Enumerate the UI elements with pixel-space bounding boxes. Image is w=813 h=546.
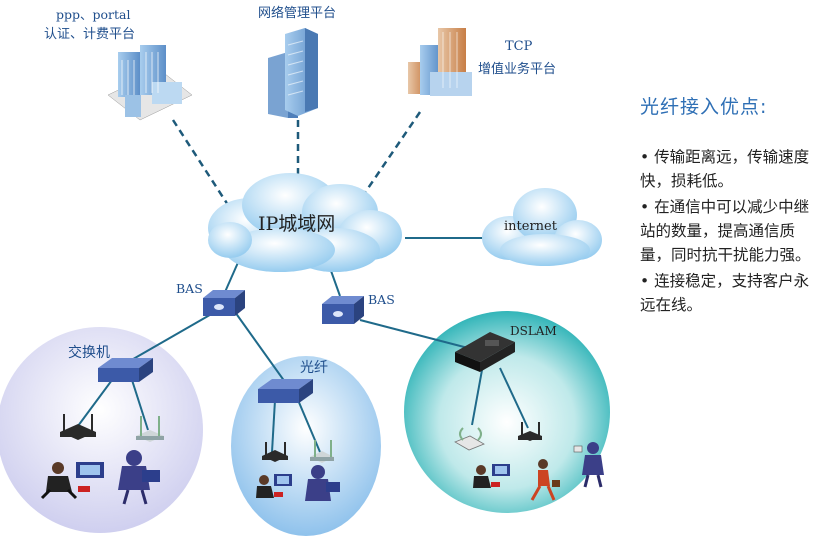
left-access-point-icon bbox=[136, 416, 164, 442]
switch-left-icon bbox=[98, 358, 153, 382]
dslam-group-label: DSLAM bbox=[510, 324, 557, 338]
fiber-user-seated-icon bbox=[305, 465, 340, 501]
dslam-device-icon bbox=[455, 332, 515, 372]
bas-left-router-icon bbox=[203, 290, 245, 316]
auth-platform-label-2: 认证、计费平台 bbox=[44, 27, 135, 42]
switch-group-label: 交换机 bbox=[68, 344, 110, 361]
fiber-user-workstation-icon bbox=[256, 474, 292, 498]
ip-metro-label: IP城域网 bbox=[258, 213, 335, 235]
tcp-platform-label-2: 增值业务平台 bbox=[478, 61, 556, 77]
bas-right-label: BAS bbox=[368, 292, 395, 307]
network-mgmt-building-icon bbox=[268, 28, 318, 118]
ip-metro-cloud bbox=[208, 173, 402, 272]
network-mgmt-label: 网络管理平台 bbox=[258, 5, 336, 21]
fiber-router-icon bbox=[262, 442, 288, 462]
auth-platform-building-icon bbox=[107, 45, 193, 121]
advantage-item-2: • 在通信中可以减少中继站的数量，提高通信质量，同时抗干扰能力强。 bbox=[640, 198, 811, 264]
dslam-router-icon bbox=[518, 422, 542, 441]
left-user-workstation-icon bbox=[40, 462, 104, 500]
bas-left-label: BAS bbox=[176, 281, 203, 296]
bas-right-router-icon bbox=[322, 296, 364, 324]
tcp-platform-building-icon bbox=[408, 28, 472, 96]
walking-user-icon bbox=[530, 459, 560, 501]
left-user-seated-icon bbox=[118, 450, 160, 505]
fiber-group-label: 光纤 bbox=[300, 360, 328, 376]
auth-platform-label-1: ppp、portal bbox=[56, 7, 130, 22]
advantages-panel: 光纤接入优点: • 传输距离远，传输速度快，损耗低。 • 在通信中可以减少中继站… bbox=[640, 92, 812, 319]
advantage-item-1: • 传输距离远，传输速度快，损耗低。 bbox=[640, 148, 810, 190]
tcp-platform-label-1: TCP bbox=[505, 39, 533, 54]
left-router-icon bbox=[60, 414, 96, 440]
dslam-user-workstation-icon bbox=[473, 464, 510, 488]
advantage-item-3: • 连接稳定，支持客户永远在线。 bbox=[640, 272, 810, 314]
advantages-title: 光纤接入优点: bbox=[640, 96, 768, 118]
internet-cloud bbox=[482, 188, 602, 266]
fiber-access-point-icon bbox=[310, 440, 334, 463]
network-links bbox=[74, 237, 529, 453]
internet-label: internet bbox=[504, 219, 558, 234]
switch-fiber-icon bbox=[258, 379, 313, 403]
mobile-user-icon bbox=[573, 442, 604, 488]
dslam-wireless-modem-icon bbox=[454, 427, 485, 451]
